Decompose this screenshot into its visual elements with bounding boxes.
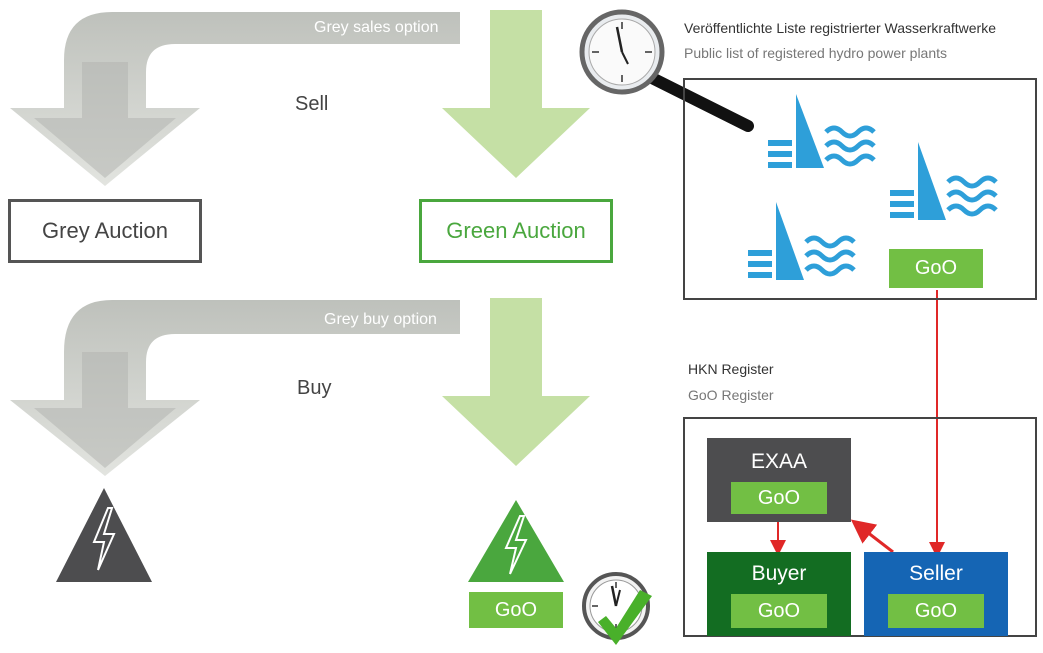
high-voltage-warning-icon — [468, 500, 564, 582]
high-voltage-warning-icon — [56, 488, 152, 582]
buy-label: Buy — [297, 377, 332, 399]
exaa-label: EXAA — [750, 450, 808, 473]
goo-badge: GoO — [469, 592, 563, 628]
sell-label: Sell — [295, 93, 329, 115]
public-list-panel — [683, 78, 1037, 300]
hydro-plant-icon — [890, 142, 998, 220]
green-auction-box: Green Auction — [419, 199, 613, 263]
grey-sales-arrow-shadow — [34, 62, 176, 178]
grey-sales-option-label: Grey sales option — [314, 19, 439, 36]
clock-check-icon — [582, 572, 652, 645]
seller-label: Seller — [909, 562, 963, 585]
register-title-en: GoO Register — [688, 387, 774, 403]
seller-box: Seller GoO — [864, 552, 1008, 636]
clock-magnifier-icon — [579, 9, 754, 132]
register-title-de: HKN Register — [688, 361, 774, 377]
buyer-box: Buyer GoO — [707, 552, 851, 636]
green-buy-arrow — [442, 298, 590, 466]
grey-buy-arrow-shadow — [34, 352, 176, 468]
hydro-plant-icon — [748, 202, 856, 280]
hydro-plant-icon — [768, 94, 876, 168]
buyer-label: Buyer — [751, 562, 807, 585]
exaa-box: EXAA GoO — [707, 438, 851, 522]
connector-seller-to-exaa — [850, 519, 894, 554]
grey-buy-option-label: Grey buy option — [324, 311, 437, 328]
goo-badge: GoO — [731, 482, 827, 514]
grey-auction-box: Grey Auction — [8, 199, 202, 263]
goo-badge: GoO — [888, 594, 984, 628]
goo-badge: GoO — [889, 249, 983, 288]
green-sell-arrow — [442, 10, 590, 178]
public-list-title-de: Veröffentlichte Liste registrierter Wass… — [684, 20, 997, 36]
goo-badge: GoO — [731, 594, 827, 628]
register-panel — [683, 417, 1037, 637]
grey-sales-arrow — [10, 12, 460, 186]
public-list-title-en: Public list of registered hydro power pl… — [684, 45, 948, 61]
